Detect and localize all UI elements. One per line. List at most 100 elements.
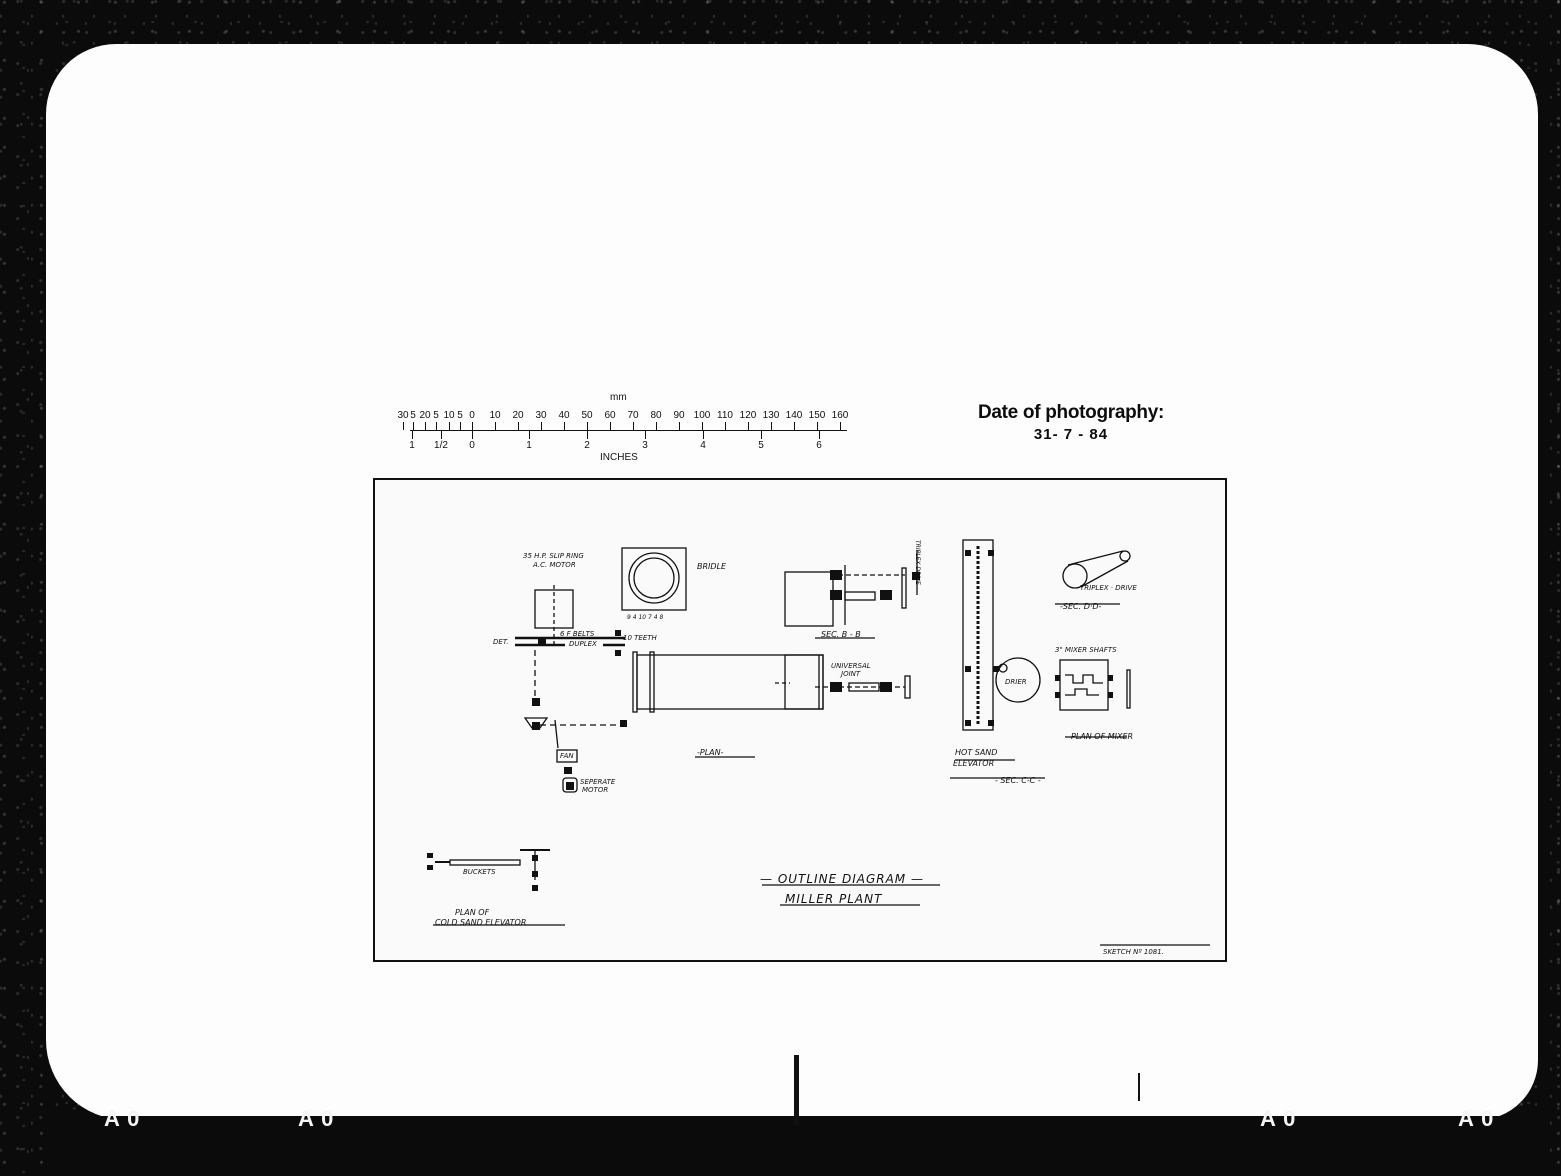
motor-label: A.C. MOTOR <box>533 561 576 569</box>
ruler-tick <box>495 422 496 430</box>
ruler-tick <box>564 422 565 430</box>
ruler-inch-label: 1 <box>526 440 532 451</box>
ruler-inch-label: 1/2 <box>434 440 448 451</box>
ruler-tick <box>840 422 841 430</box>
ruler-mm-label: 5 <box>457 410 463 421</box>
engineering-drawing: 35 H.P. SLIP RING A.C. MOTOR 6 F BELTS D… <box>373 478 1227 962</box>
ruler-mm-label: 5 <box>433 410 439 421</box>
ruler-tick <box>819 430 820 439</box>
ruler-mm-label: 160 <box>831 410 849 421</box>
universal-joint-label: JOINT <box>841 670 861 678</box>
drier-shape <box>995 657 1041 703</box>
motor-label: 35 H.P. SLIP RING <box>523 552 584 560</box>
ruler-mm-label: 20 <box>419 410 431 421</box>
ruler-mm-label: 10 <box>489 410 501 421</box>
ruler-mm-label: 100 <box>693 410 711 421</box>
date-value: 31- 7 - 84 <box>1033 426 1109 443</box>
ruler-tick <box>472 422 473 430</box>
fan-label: FAN <box>560 752 574 760</box>
ruler-mm-label: 30 <box>535 410 547 421</box>
sec-d-d-title: -SEC. D·D- <box>1060 602 1102 611</box>
ruler-mm-label: 110 <box>717 410 733 421</box>
universal-joint-label: UNIVERSAL <box>831 662 871 670</box>
triplex-drive-label: TRIPLEX · DRIVE <box>1080 584 1137 592</box>
plan-of-mixer-title: PLAN OF MIXER <box>1071 732 1134 741</box>
date-label: Date of photography: <box>977 402 1165 423</box>
ruler-inch-label: 0 <box>469 440 475 451</box>
ruler-mm-label: 80 <box>650 410 662 421</box>
ruler-unit-inches: INCHES <box>600 452 638 463</box>
ruler-mm-label: 130 <box>762 410 780 421</box>
drawing-linework <box>427 539 1210 946</box>
ruler-mm-label: 90 <box>673 410 685 421</box>
ruler-tick <box>472 430 473 439</box>
ruler-mm-label: 0 <box>469 410 475 421</box>
buckets-label: BUCKETS <box>463 868 496 876</box>
ruler-inch-label: 1 <box>409 440 415 451</box>
film-bottom-band <box>46 1116 1538 1176</box>
triplex-to-mixer-label: TRIPLEX DRIVE <box>914 540 921 585</box>
ruler-tick <box>748 422 749 430</box>
ruler-tick <box>702 422 703 430</box>
ruler-tick <box>817 422 818 430</box>
ruler-tick <box>425 422 426 430</box>
belts-label: 6 F BELTS <box>560 630 595 638</box>
ruler-tick <box>460 422 461 430</box>
ruler-tick <box>403 422 404 430</box>
sec-c-c-title: - SEC. C-C - <box>995 776 1041 785</box>
ruler-mm-label: 150 <box>808 410 826 421</box>
separate-motor-label: SEPERATE <box>580 778 616 786</box>
ruler-mm-label: 120 <box>739 410 757 421</box>
ruler-mm-label: 40 <box>558 410 570 421</box>
teeth-label: 10 TEETH <box>623 634 657 642</box>
hot-sand-elevator-title: HOT SAND <box>955 748 998 757</box>
frame-edge-mark: A 0 <box>298 1106 335 1131</box>
frame-registration-mark <box>794 1055 799 1125</box>
separate-motor-label: MOTOR <box>582 786 609 794</box>
plan-title: -PLAN- <box>697 748 724 757</box>
ruler-inch-label: 5 <box>758 440 764 451</box>
ruler-tick <box>725 422 726 430</box>
ruler-tick <box>587 422 588 430</box>
ruler-mm-label: 140 <box>785 410 803 421</box>
ruler-mm-label: 20 <box>512 410 524 421</box>
ruler-inch-label: 2 <box>584 440 590 451</box>
det-label: DET. <box>493 638 509 646</box>
ruler-inch-label: 6 <box>816 440 822 451</box>
frame-edge-mark: A 0 <box>104 1106 141 1131</box>
date-of-photography: Date of photography: 31- 7 - 84 <box>966 402 1176 443</box>
ruler-tick <box>703 430 704 439</box>
drier-label: DRIER <box>1005 678 1027 686</box>
ruler-mm-label: 60 <box>604 410 616 421</box>
mixer-shafts-label: 3" MIXER SHAFTS <box>1055 646 1117 654</box>
ruler-tick <box>679 422 680 430</box>
drawing-labels: 35 H.P. SLIP RING A.C. MOTOR 6 F BELTS D… <box>375 480 1225 960</box>
cold-sand-elevator-title: PLAN OF <box>455 908 490 917</box>
sec-b-b-title: SEC. B - B <box>821 630 861 639</box>
ruler-mm-label: 10 <box>443 410 455 421</box>
sketch-number: SKETCH Nº 1081. <box>1103 948 1164 956</box>
drawing-title: — OUTLINE DIAGRAM — <box>760 872 924 886</box>
ruler-tick <box>794 422 795 430</box>
frame-registration-mark <box>1138 1073 1140 1101</box>
ruler-tick <box>413 422 414 430</box>
ruler-mm-label: 30 <box>397 410 409 421</box>
ruler-tick <box>541 422 542 430</box>
ruler-inch-label: 4 <box>700 440 706 451</box>
ruler-tick <box>529 430 530 439</box>
ruler-tick <box>610 422 611 430</box>
drawing-subtitle: MILLER PLANT <box>785 892 883 906</box>
hot-sand-elevator-title: ELEVATOR <box>953 759 995 768</box>
ruler-tick <box>518 422 519 430</box>
ruler-tick <box>761 430 762 439</box>
ruler-tick <box>436 422 437 430</box>
ruler-tick <box>449 422 450 430</box>
ruler-tick <box>441 430 442 439</box>
ruler-tick <box>587 430 588 439</box>
ruler-tick <box>771 422 772 430</box>
ruler-tick <box>645 430 646 439</box>
ruler-mm-label: 5 <box>410 410 416 421</box>
cold-sand-elevator-title: COLD SAND ELEVATOR <box>435 918 527 927</box>
ruler-inch-label: 3 <box>642 440 648 451</box>
